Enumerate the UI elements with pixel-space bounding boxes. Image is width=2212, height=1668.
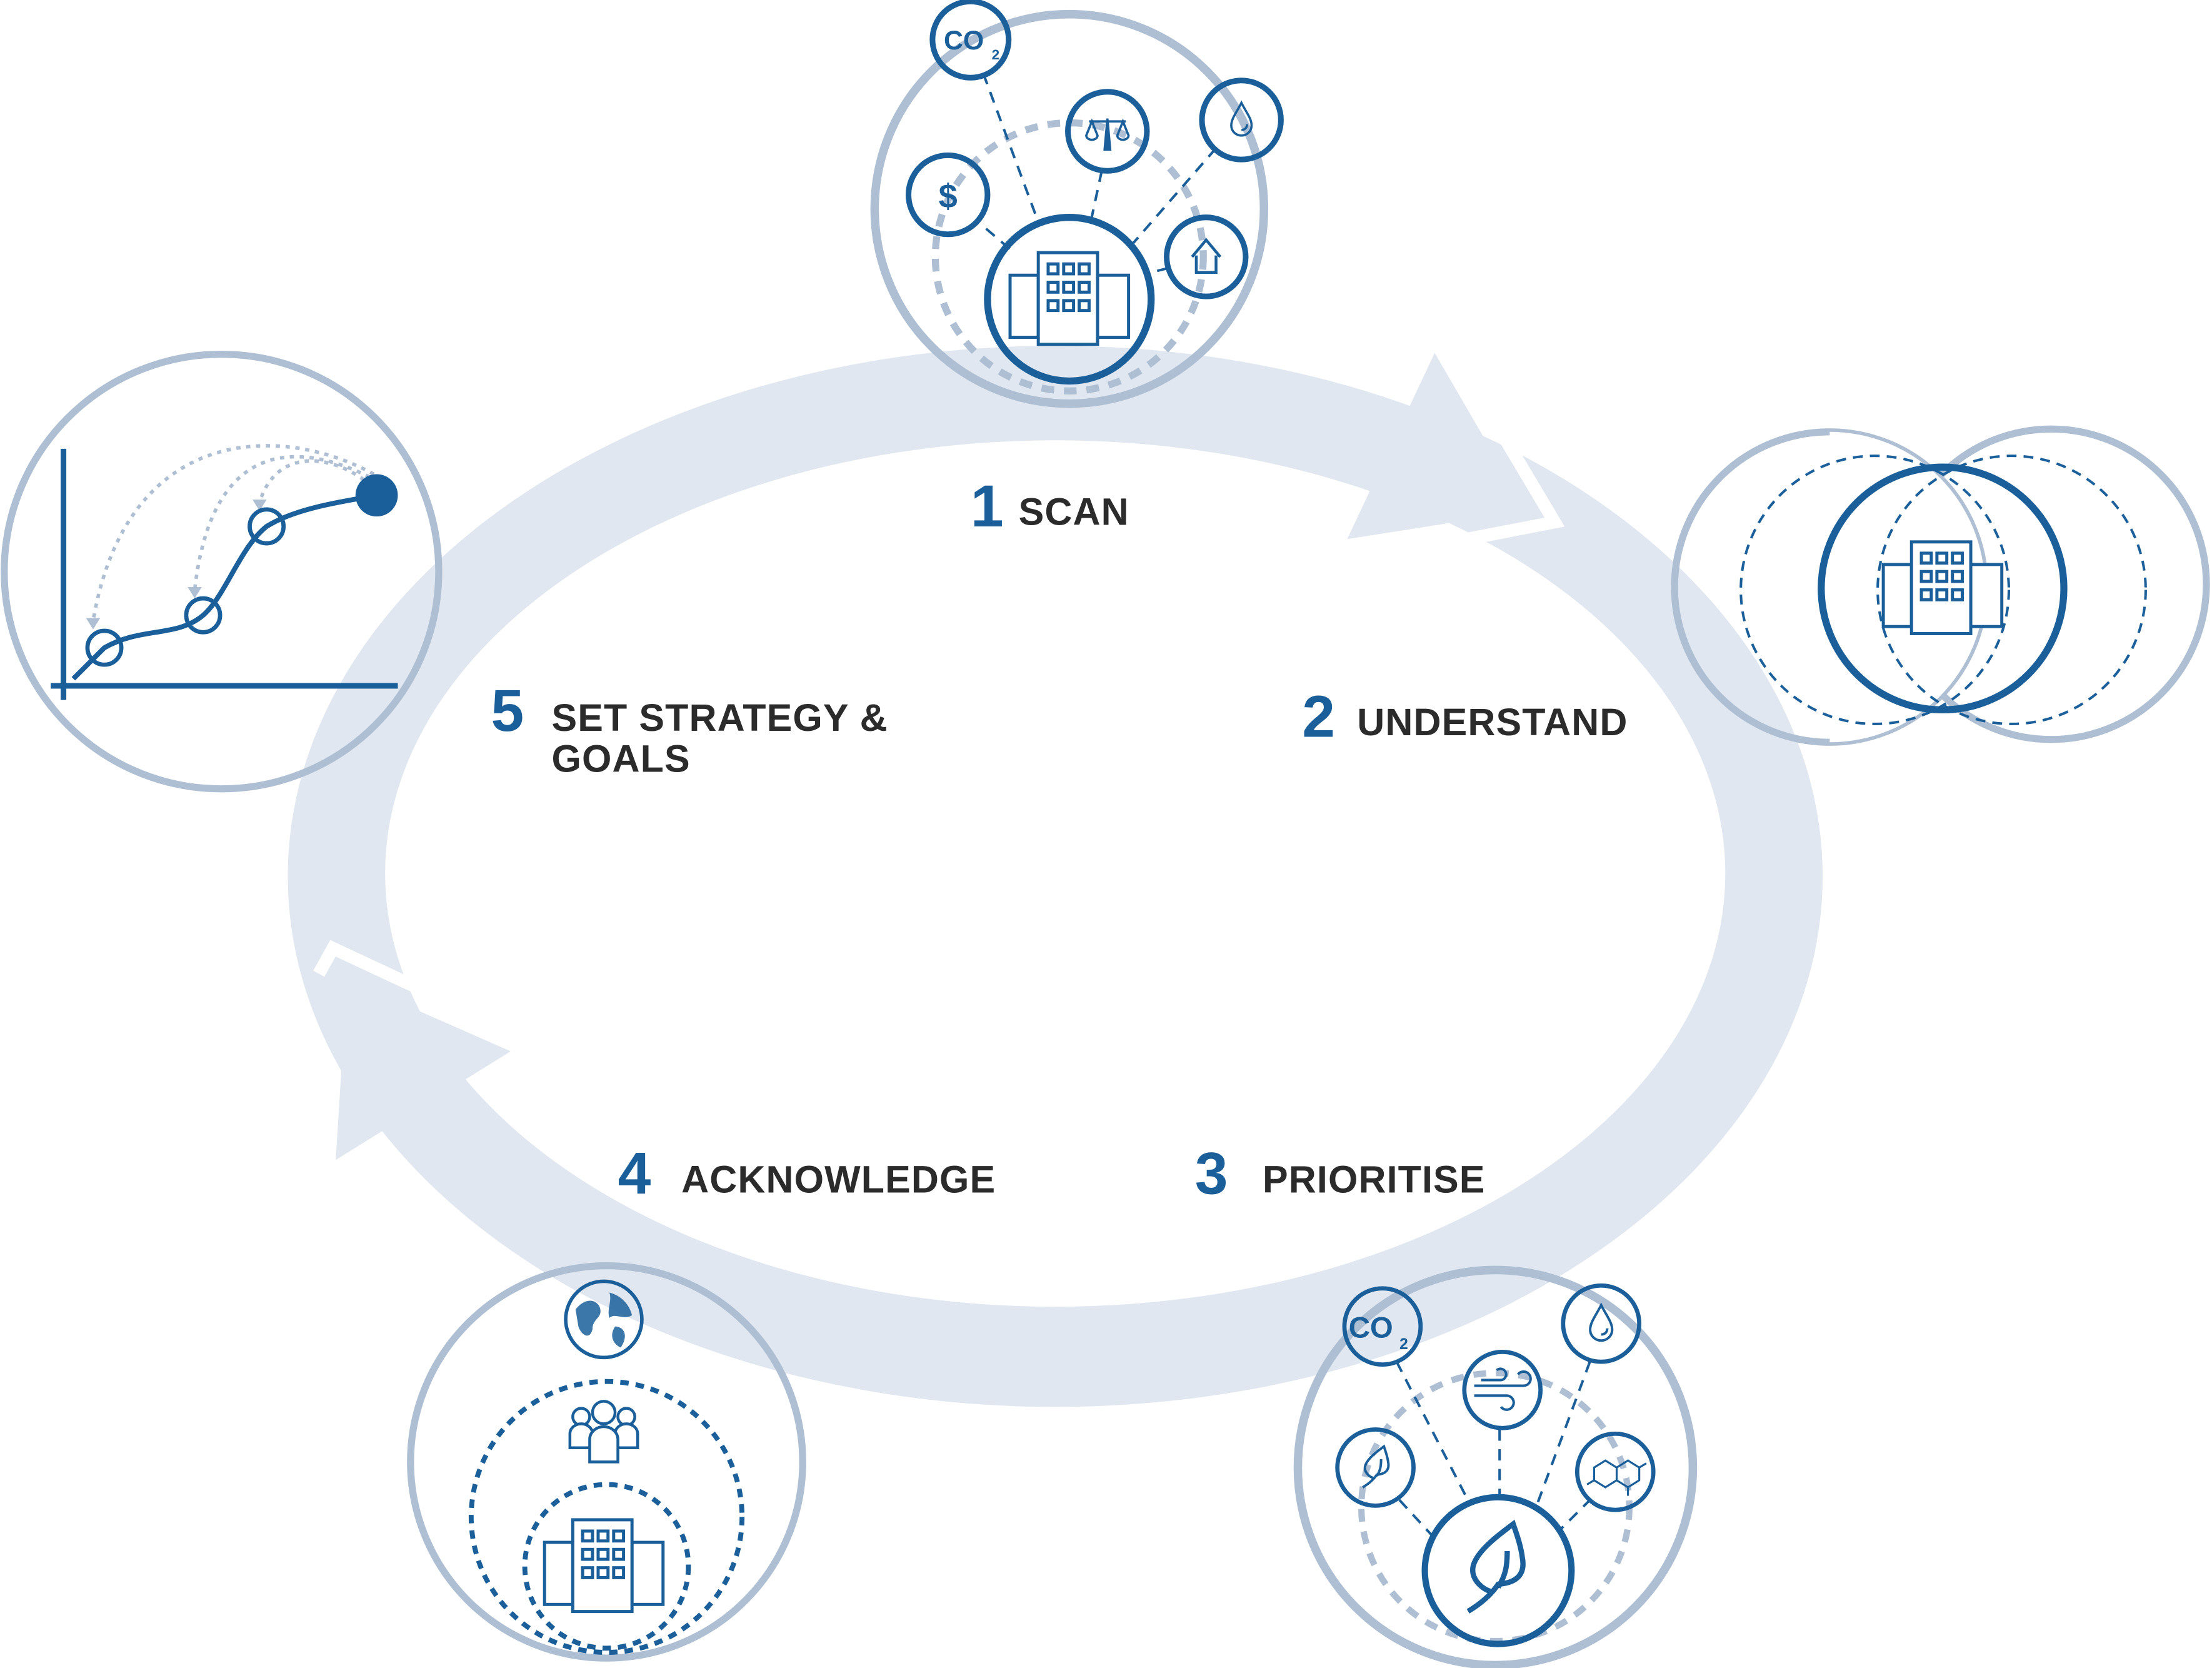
goal-point [355,474,398,517]
step-title-line1: SET STRATEGY & [551,696,888,739]
step-number: 1 [971,473,1004,540]
leaf-icon [1468,1524,1523,1612]
co2-text: CO [1349,1312,1393,1345]
step-number: 2 [1302,683,1335,750]
step-3-label: 3 PRIORITISE [1195,1141,1486,1207]
leaf-icon-small [1335,1427,1416,1508]
step-1-label: 1 SCAN [971,473,1129,540]
water-drop-icon [1199,78,1284,163]
arrow-head-left [336,979,511,1160]
co2-text: CO [944,26,984,56]
strategy-chart-illustration [1,350,443,793]
arrow-gap-top [1466,414,1565,546]
water-drop-icon [1561,1283,1642,1364]
prioritise-illustration: CO 2 [1293,1265,1698,1668]
step-title: SCAN [1019,491,1129,533]
dotted-return-arrows [91,444,375,621]
step-title: UNDERSTAND [1357,701,1628,743]
connector-lines [982,73,1218,275]
co2-icon: CO 2 [1342,1286,1423,1367]
step-title: PRIORITISE [1263,1158,1486,1200]
building-icon [544,1520,663,1612]
step-number: 5 [491,678,524,744]
step-5-label: 5 SET STRATEGY & GOALS [491,678,888,780]
step-4-label: 4 ACKNOWLEDGE [618,1141,996,1207]
co2-subscript: 2 [1399,1336,1408,1353]
step-2-label: 2 UNDERSTAND [1302,683,1628,750]
dollar-text: $ [939,178,958,215]
progress-curve [71,493,378,681]
co2-icon: CO 2 [929,0,1012,81]
co2-subscript: 2 [992,47,1000,63]
understand-illustration [1671,425,2210,746]
cycle-ring [288,346,1823,1407]
people-icon [568,1400,639,1464]
globe-icon [564,1279,644,1360]
wind-icon [1462,1349,1543,1430]
building-icon [1010,253,1129,344]
acknowledge-illustration [407,1262,806,1662]
molecule-icon [1574,1431,1656,1512]
arrow-gap-left [313,940,421,994]
scan-illustration: CO 2 $ [870,0,1284,408]
step-number: 4 [618,1141,651,1207]
dollar-icon: $ [906,152,991,238]
step-title: ACKNOWLEDGE [681,1158,996,1200]
step-title-line2: GOALS [551,738,690,780]
house-icon [1164,214,1249,299]
step-number: 3 [1195,1141,1228,1207]
scales-icon [1065,89,1150,174]
arrow-head-top [1347,353,1527,540]
